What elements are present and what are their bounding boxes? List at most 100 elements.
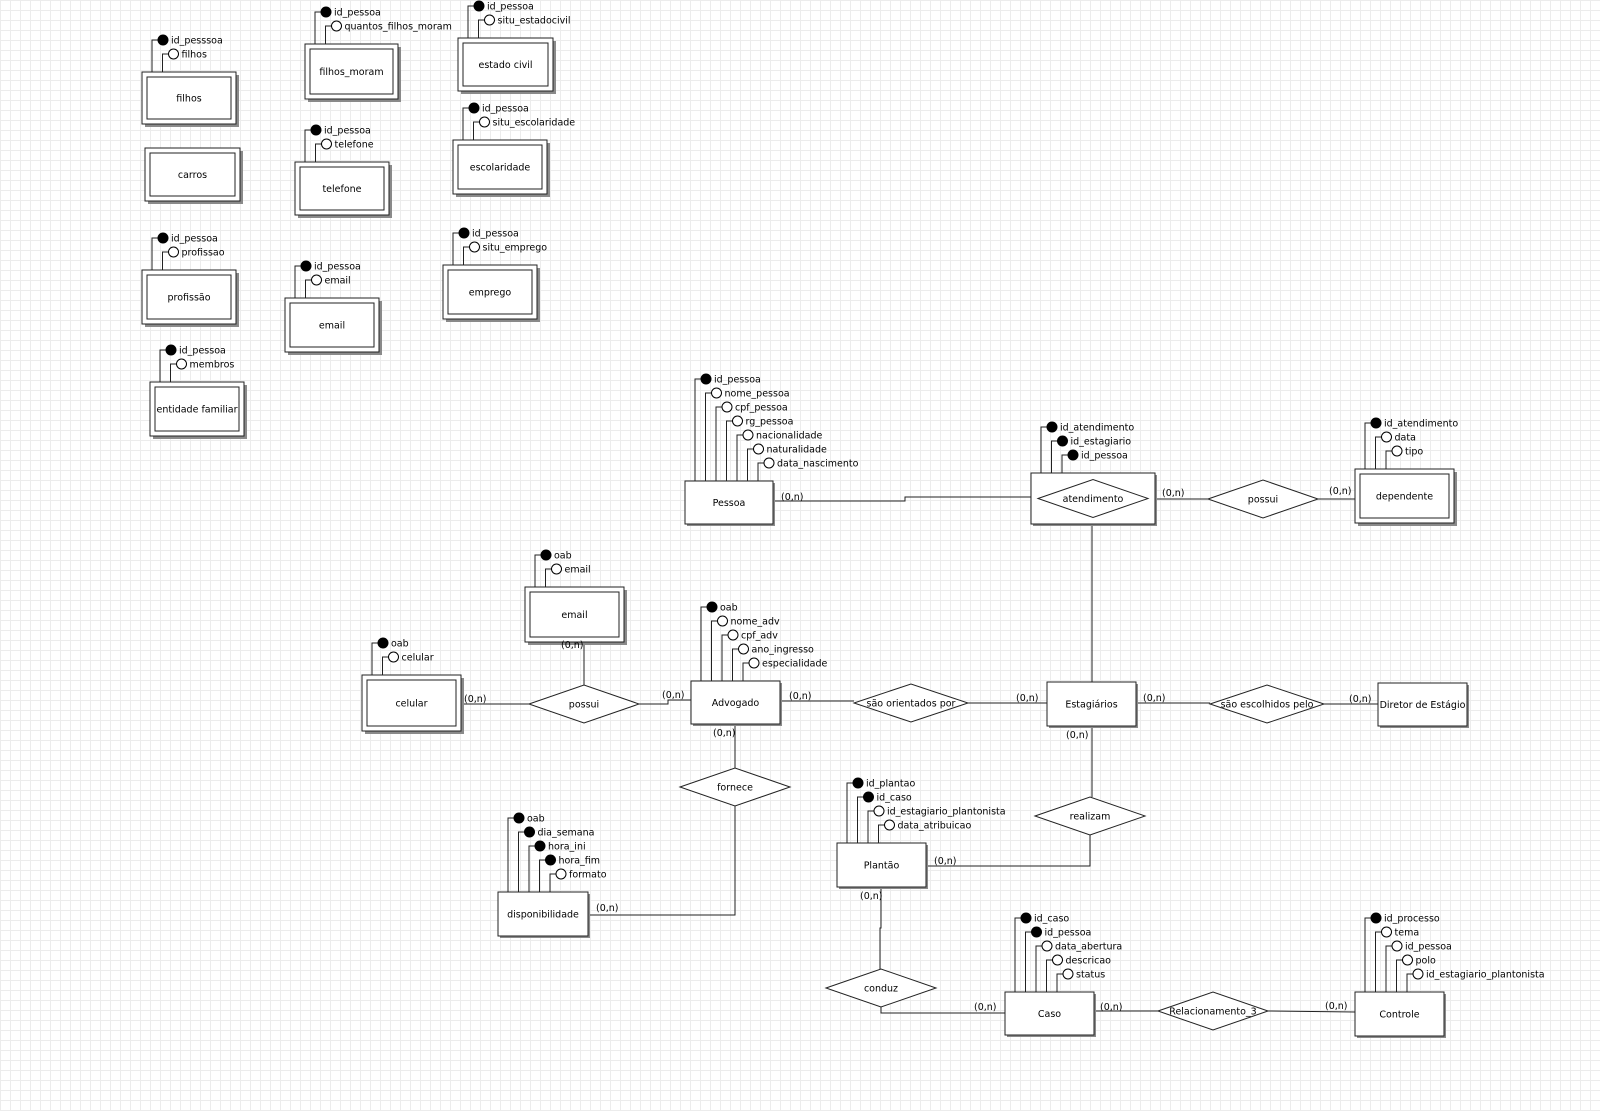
attribute-hora-ini[interactable]: hora_ini <box>528 840 586 892</box>
entity-estagiarios[interactable]: Estagiários <box>1046 681 1138 728</box>
relationship-realizam[interactable]: realizam <box>1033 796 1147 836</box>
attribute-id-plantao[interactable]: id_plantao <box>846 777 915 843</box>
attribute-label: dia_semana <box>538 828 595 839</box>
attribute-status[interactable]: status <box>1056 968 1105 992</box>
attribute-id-pessoa[interactable]: id_pessoa <box>1385 940 1452 992</box>
attribute-oab[interactable]: oab <box>700 601 738 681</box>
attribute-icon <box>388 651 399 663</box>
relationship-orientados[interactable]: são orientados por <box>852 683 970 723</box>
attribute-id-pessoa[interactable]: id_pessoa <box>314 6 381 44</box>
attribute-icon <box>1412 968 1424 980</box>
attribute-quantos-filhos-moram[interactable]: quantos_filhos_moram <box>325 20 452 44</box>
key-attribute-icon <box>165 344 177 356</box>
attribute-id-pessoa[interactable]: id_pessoa <box>1025 926 1092 992</box>
attribute-id-pessoa[interactable]: id_pessoa <box>694 373 761 481</box>
attribute-nome-adv[interactable]: nome_adv <box>711 615 781 681</box>
attribute-data-abertura[interactable]: data_abertura <box>1035 940 1122 992</box>
cardinality-label: (0,n) <box>1143 693 1166 704</box>
attribute-id-pesssoa[interactable]: id_pesssoa <box>151 34 223 72</box>
attribute-naturalidade[interactable]: naturalidade <box>747 443 827 481</box>
attribute-id-pessoa[interactable]: id_pessoa <box>467 0 534 38</box>
attribute-id-caso[interactable]: id_caso <box>857 791 912 843</box>
attribute-profissao[interactable]: profissao <box>162 246 225 270</box>
attribute-email[interactable]: email <box>545 563 591 587</box>
cardinality-label: (0,n) <box>596 903 619 914</box>
attribute-rg-pessoa[interactable]: rg_pessoa <box>726 415 794 481</box>
attribute-polo[interactable]: polo <box>1396 954 1436 992</box>
attribute-membros[interactable]: membros <box>170 358 235 382</box>
attribute-email[interactable]: email <box>305 274 351 298</box>
attribute-tipo[interactable]: tipo <box>1385 445 1423 469</box>
relationship-possui-adv[interactable]: possui <box>527 684 641 724</box>
attribute-id-pessoa[interactable]: id_pessoa <box>294 260 361 298</box>
entity-advogado[interactable]: Advogado oabnome_advcpf_advano_ingressoes… <box>690 601 828 726</box>
entity-label: Advogado <box>712 698 760 709</box>
attribute-situ-emprego[interactable]: situ_emprego <box>463 241 548 265</box>
attribute-id-pessoa[interactable]: id_pessoa <box>159 344 226 382</box>
attribute-situ-estadocivil[interactable]: situ_estadocivil <box>478 14 571 38</box>
attribute-especialidade[interactable]: especialidade <box>742 657 828 681</box>
attribute-situ-escolaridade[interactable]: situ_escolaridade <box>473 116 576 140</box>
entity-plantao[interactable]: Plantãoid_plantaoid_casoid_estagiario_pl… <box>836 777 1006 889</box>
key-attribute-icon <box>320 6 332 18</box>
attribute-oab[interactable]: oab <box>371 637 409 675</box>
attribute-ano-ingresso[interactable]: ano_ingresso <box>732 643 815 681</box>
attribute-id-pessoa[interactable]: id_pessoa <box>452 227 519 265</box>
attribute-id-estagiario-plantonista[interactable]: id_estagiario_plantonista <box>867 805 1006 843</box>
relationship-conduz[interactable]: conduz <box>824 968 938 1008</box>
attribute-label: nacionalidade <box>756 431 823 442</box>
relationship-fornece[interactable]: fornece <box>678 767 792 807</box>
attribute-oab[interactable]: oab <box>507 812 545 892</box>
attribute-id-pessoa[interactable]: id_pessoa <box>462 102 529 140</box>
attribute-formato[interactable]: formato <box>549 868 607 892</box>
relationship-escolhidos[interactable]: são escolhidos pelo <box>1208 684 1326 724</box>
attribute-id-processo[interactable]: id_processo <box>1364 912 1440 992</box>
attribute-id-atendimento[interactable]: id_atendimento <box>1040 421 1134 473</box>
attribute-telefone[interactable]: telefone <box>315 138 374 162</box>
attribute-hora-fim[interactable]: hora_fim <box>539 854 601 892</box>
attribute-data-nascimento[interactable]: data_nascimento <box>757 457 859 481</box>
cardinality-label: (0,n) <box>561 640 584 651</box>
attribute-celular[interactable]: celular <box>382 651 434 675</box>
attribute-data-atribuicao[interactable]: data_atribuicao <box>878 819 972 843</box>
entity-atendimento[interactable]: atendimentoid_atendimentoid_estagiarioid… <box>1030 421 1157 526</box>
entity-filhos-moram[interactable]: filhos_moramid_pessoaquantos_filhos_mora… <box>304 6 452 102</box>
attribute-data[interactable]: data <box>1375 431 1416 469</box>
relationship-relac3[interactable]: Relacionamento_3 <box>1156 991 1270 1031</box>
attribute-id-estagiario[interactable]: id_estagiario <box>1051 435 1132 473</box>
entity-carros[interactable]: carros <box>144 147 243 204</box>
entity-caso[interactable]: Casoid_casoid_pessoadata_aberturadescric… <box>1004 912 1122 1037</box>
attribute-oab[interactable]: oab <box>534 549 572 587</box>
attribute-cpf-adv[interactable]: cpf_adv <box>721 629 778 681</box>
entity-diretor[interactable]: Diretor de Estágio <box>1377 682 1469 728</box>
attribute-id-pessoa[interactable]: id_pessoa <box>151 232 218 270</box>
attribute-filhos[interactable]: filhos <box>162 48 207 72</box>
entity-pessoa[interactable]: Pessoaid_pessoanome_pessoacpf_pessoarg_p… <box>684 373 859 526</box>
attribute-nome-pessoa[interactable]: nome_pessoa <box>705 387 790 481</box>
attribute-descricao[interactable]: descricao <box>1046 954 1112 992</box>
attribute-cpf-pessoa[interactable]: cpf_pessoa <box>715 401 788 481</box>
entity-controle[interactable]: Controleid_processotemaid_pessoapoloid_e… <box>1354 912 1545 1038</box>
attribute-id-pessoa[interactable]: id_pessoa <box>1061 449 1128 473</box>
attribute-dia-semana[interactable]: dia_semana <box>518 826 595 892</box>
attribute-tema[interactable]: tema <box>1375 926 1420 992</box>
attribute-id-estagiario-plantonista[interactable]: id_estagiario_plantonista <box>1406 968 1545 992</box>
attribute-nacionalidade[interactable]: nacionalidade <box>736 429 823 481</box>
attribute-id-atendimento[interactable]: id_atendimento <box>1364 417 1458 469</box>
attribute-id-pessoa[interactable]: id_pessoa <box>304 124 371 162</box>
relationship-possui-dep[interactable]: possui <box>1206 479 1320 519</box>
attribute-id-caso[interactable]: id_caso <box>1014 912 1069 992</box>
entity-disponibilidade[interactable]: disponibilidadeoabdia_semanahora_inihora… <box>497 812 607 938</box>
connector-line <box>773 496 1031 502</box>
